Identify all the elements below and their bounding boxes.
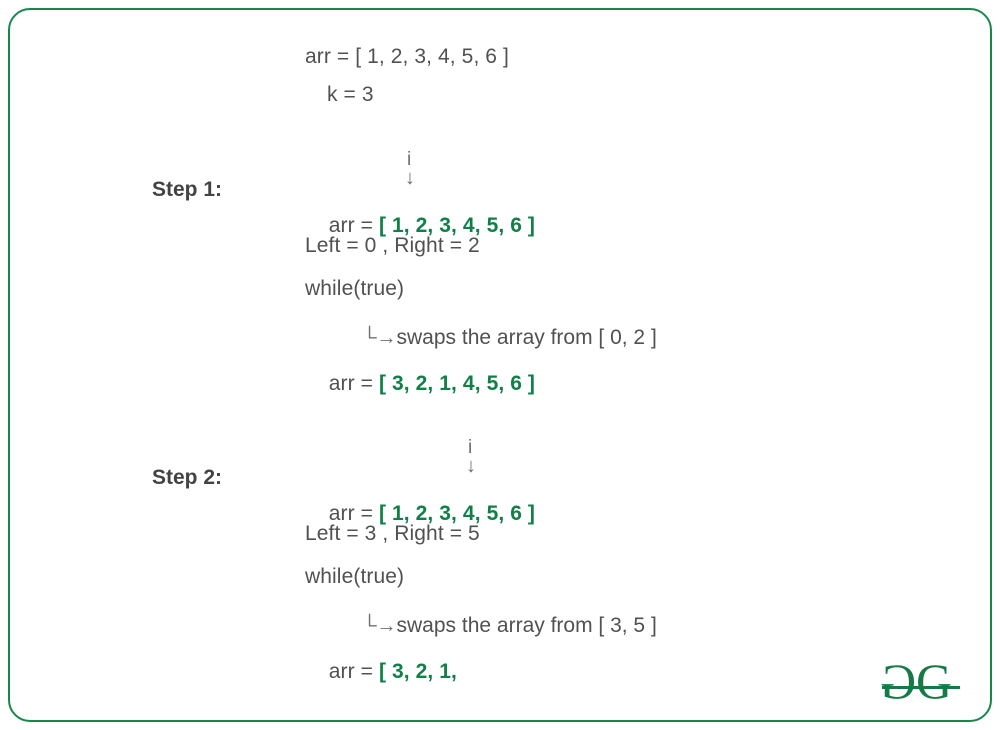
step-2-pointer-arrow-icon: ↓ [466, 455, 476, 477]
step-1-result-line: arr = [ 3, 2, 1, 4, 5, 6 ] [305, 352, 535, 415]
step-1-array-prefix: arr = [328, 214, 379, 237]
step-1-branch-elbow-icon: └→ [362, 327, 397, 349]
step-2-loop-line: while(true) [305, 565, 405, 588]
step-2-bounds-line: Left = 3 , Right = 5 [305, 522, 480, 545]
step-1-branch-line: └→swaps the array from [ 0, 2 ] [339, 306, 657, 369]
logo-normal-g-icon: G [916, 653, 953, 709]
step-1-loop-line: while(true) [305, 277, 405, 300]
step-2-array-prefix: arr = [328, 502, 379, 525]
step-2-branch-text: swaps the array from [ 3, 5 ] [396, 614, 657, 637]
step-1-bounds-line: Left = 0 , Right = 2 [305, 234, 480, 257]
step-1-array-line: arr = [ 1, 2, 3, 4, 5, 6 ] [305, 194, 535, 257]
header-array-line: arr = [ 1, 2, 3, 4, 5, 6 ] [305, 45, 509, 68]
header-k-line: k = 3 [327, 83, 374, 106]
step-2-branch-line: └→swaps the array from [ 3, 5 ] [339, 594, 657, 657]
logo-crossbar [882, 686, 960, 689]
geeksforgeeks-logo: G G [880, 653, 964, 709]
step-2-branch-elbow-icon: └→ [362, 615, 397, 637]
step-1-label: Step 1: [152, 178, 223, 201]
step-1-array-value: [ 1, 2, 3, 4, 5, 6 ] [378, 214, 536, 237]
step-2-array-line: arr = [ 1, 2, 3, 4, 5, 6 ] [305, 482, 535, 545]
step-2-result-line: arr = [ 3, 2, 1, [305, 640, 457, 703]
figure-border [8, 8, 992, 722]
step-1-result-value: [ 3, 2, 1, 4, 5, 6 ] [378, 372, 536, 395]
logo-mirrored-g-icon: G [880, 653, 917, 709]
step-1-result-prefix: arr = [328, 372, 379, 395]
step-2-array-value: [ 1, 2, 3, 4, 5, 6 ] [378, 502, 536, 525]
step-1-pointer-label: i [407, 149, 412, 170]
step-1-pointer-arrow-icon: ↓ [405, 167, 415, 189]
step-1-branch-text: swaps the array from [ 0, 2 ] [396, 326, 657, 349]
step-2-result-prefix: arr = [328, 660, 379, 683]
step-2-result-value: [ 3, 2, 1, [378, 660, 457, 683]
step-2-pointer-label: i [468, 437, 473, 458]
step-2-label: Step 2: [152, 466, 223, 489]
